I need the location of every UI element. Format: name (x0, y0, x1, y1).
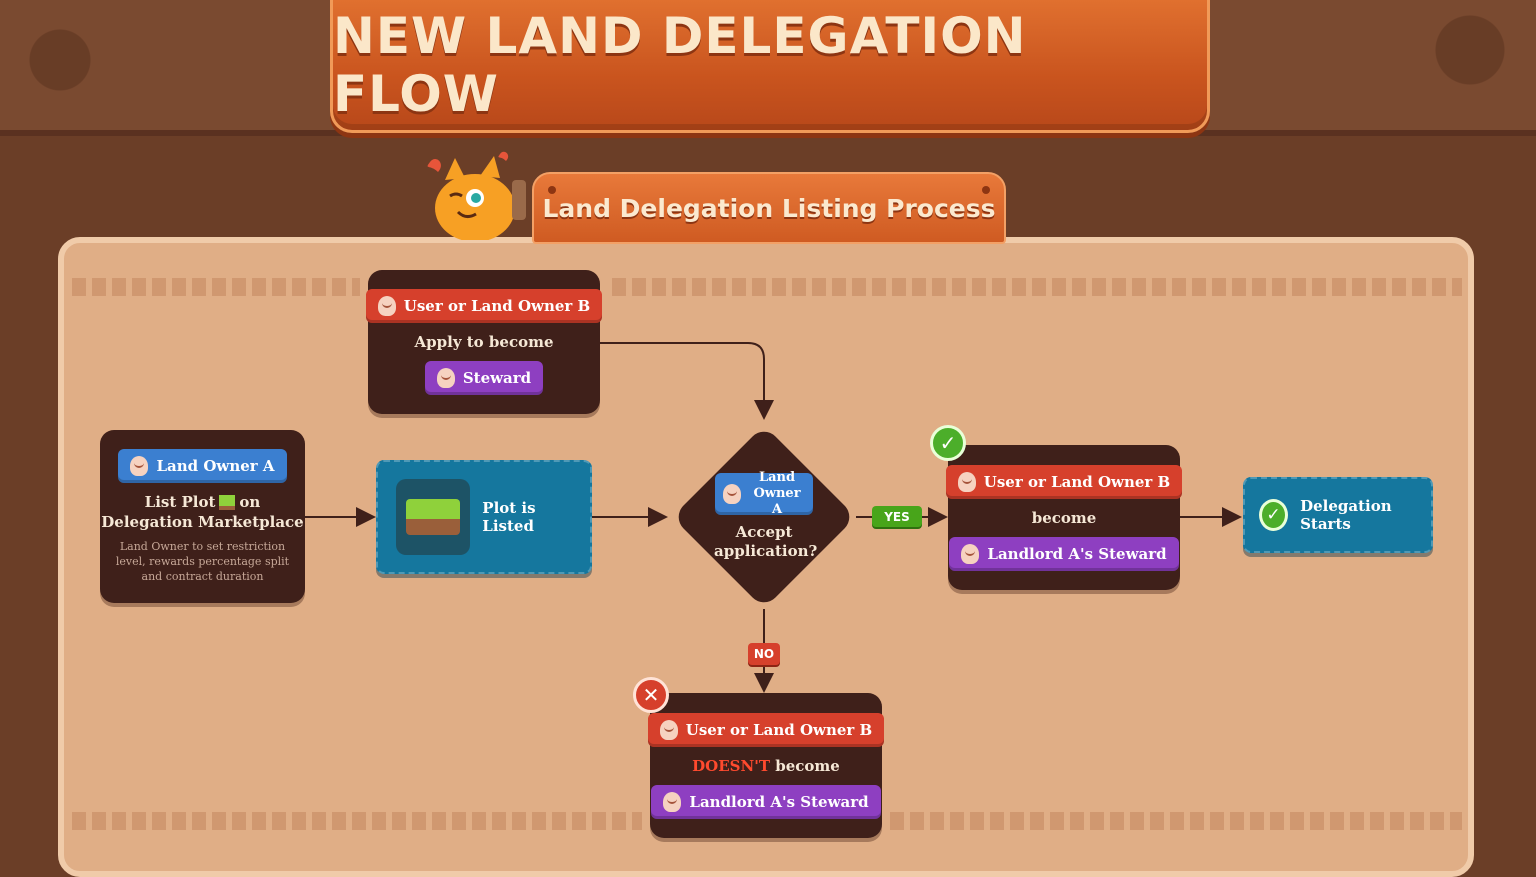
steward-badge: Landlord A's Steward (949, 536, 1179, 571)
badge-label: Landlord A's Steward (689, 792, 869, 811)
decorative-trim (890, 812, 1462, 830)
check-icon: ✓ (930, 425, 966, 461)
node-text: Delegation Marketplace (101, 513, 304, 531)
grass-block-icon (219, 494, 236, 510)
badge-label: User or Land Owner B (983, 472, 1171, 491)
person-icon (130, 456, 149, 476)
person-icon (663, 791, 682, 812)
node-note: Land Owner to set restriction level, rew… (115, 540, 290, 583)
land-owner-a-node: Land Owner A List Plot on Delegation Mar… (100, 430, 305, 603)
user-badge: User or Land Owner B (365, 289, 603, 323)
rejected-text-line: DOESN'T become (692, 757, 840, 775)
delegation-starts-node: ✓ Delegation Starts (1243, 477, 1433, 553)
land-owner-a-badge: Land Owner A (118, 449, 287, 483)
rivet-icon (982, 186, 990, 194)
rivet-icon (548, 186, 556, 194)
node-label: Plot is Listed (482, 499, 536, 535)
rejected-node: User or Land Owner B DOESN'T become Land… (647, 693, 885, 838)
decorative-trim (72, 278, 360, 296)
person-icon (659, 719, 678, 740)
badge-label: User or Land Owner B (403, 297, 591, 315)
node-text: Apply to become (414, 333, 554, 351)
badge-label: User or Land Owner B (685, 720, 873, 739)
apply-steward-node: User or Land Owner B Apply to become Ste… (365, 270, 603, 414)
decorative-trim (612, 278, 1462, 296)
decision-node: Land Owner A Accept application? (672, 425, 856, 609)
person-icon (723, 484, 741, 504)
cross-icon: ✕ (633, 677, 669, 713)
title-banner: NEW LAND DELEGATION FLOW (330, 0, 1210, 133)
decorative-trim (72, 812, 642, 830)
person-icon (957, 471, 976, 492)
user-badge: User or Land Owner B (647, 712, 885, 747)
section-title: Land Delegation Listing Process (542, 193, 996, 223)
list-plot-line: List Plot on (145, 493, 261, 511)
accepted-node: User or Land Owner B become Landlord A's… (945, 445, 1183, 590)
node-text: on (239, 493, 261, 511)
mascot-icon (427, 151, 526, 240)
yes-label: YES (872, 506, 922, 527)
page-title: NEW LAND DELEGATION FLOW (333, 7, 1027, 123)
grass-block-icon (396, 479, 471, 555)
badge-label: Landlord A's Steward (987, 544, 1167, 563)
section-banner: Land Delegation Listing Process (532, 172, 1006, 244)
badge-label: Steward (462, 369, 532, 387)
node-text: List Plot (144, 493, 216, 511)
land-owner-a-badge: Land Owner A (715, 470, 813, 517)
person-icon (377, 296, 396, 316)
person-icon (436, 368, 455, 388)
badge-label: Land Owner A (156, 457, 275, 475)
node-text: become (1031, 508, 1097, 527)
steward-badge: Landlord A's Steward (651, 784, 881, 819)
decision-question: Accept application? (714, 523, 818, 560)
steward-badge: Steward (424, 361, 544, 395)
person-icon (961, 543, 980, 564)
user-badge: User or Land Owner B (945, 464, 1183, 499)
check-icon: ✓ (1259, 499, 1289, 531)
plot-listed-node: Plot is Listed (376, 460, 592, 574)
badge-label: Land Owner A (753, 470, 801, 517)
no-label: NO (748, 643, 780, 665)
node-text: become (775, 756, 840, 775)
node-label: Delegation Starts (1300, 497, 1392, 533)
negation-text: DOESN'T (692, 756, 770, 775)
